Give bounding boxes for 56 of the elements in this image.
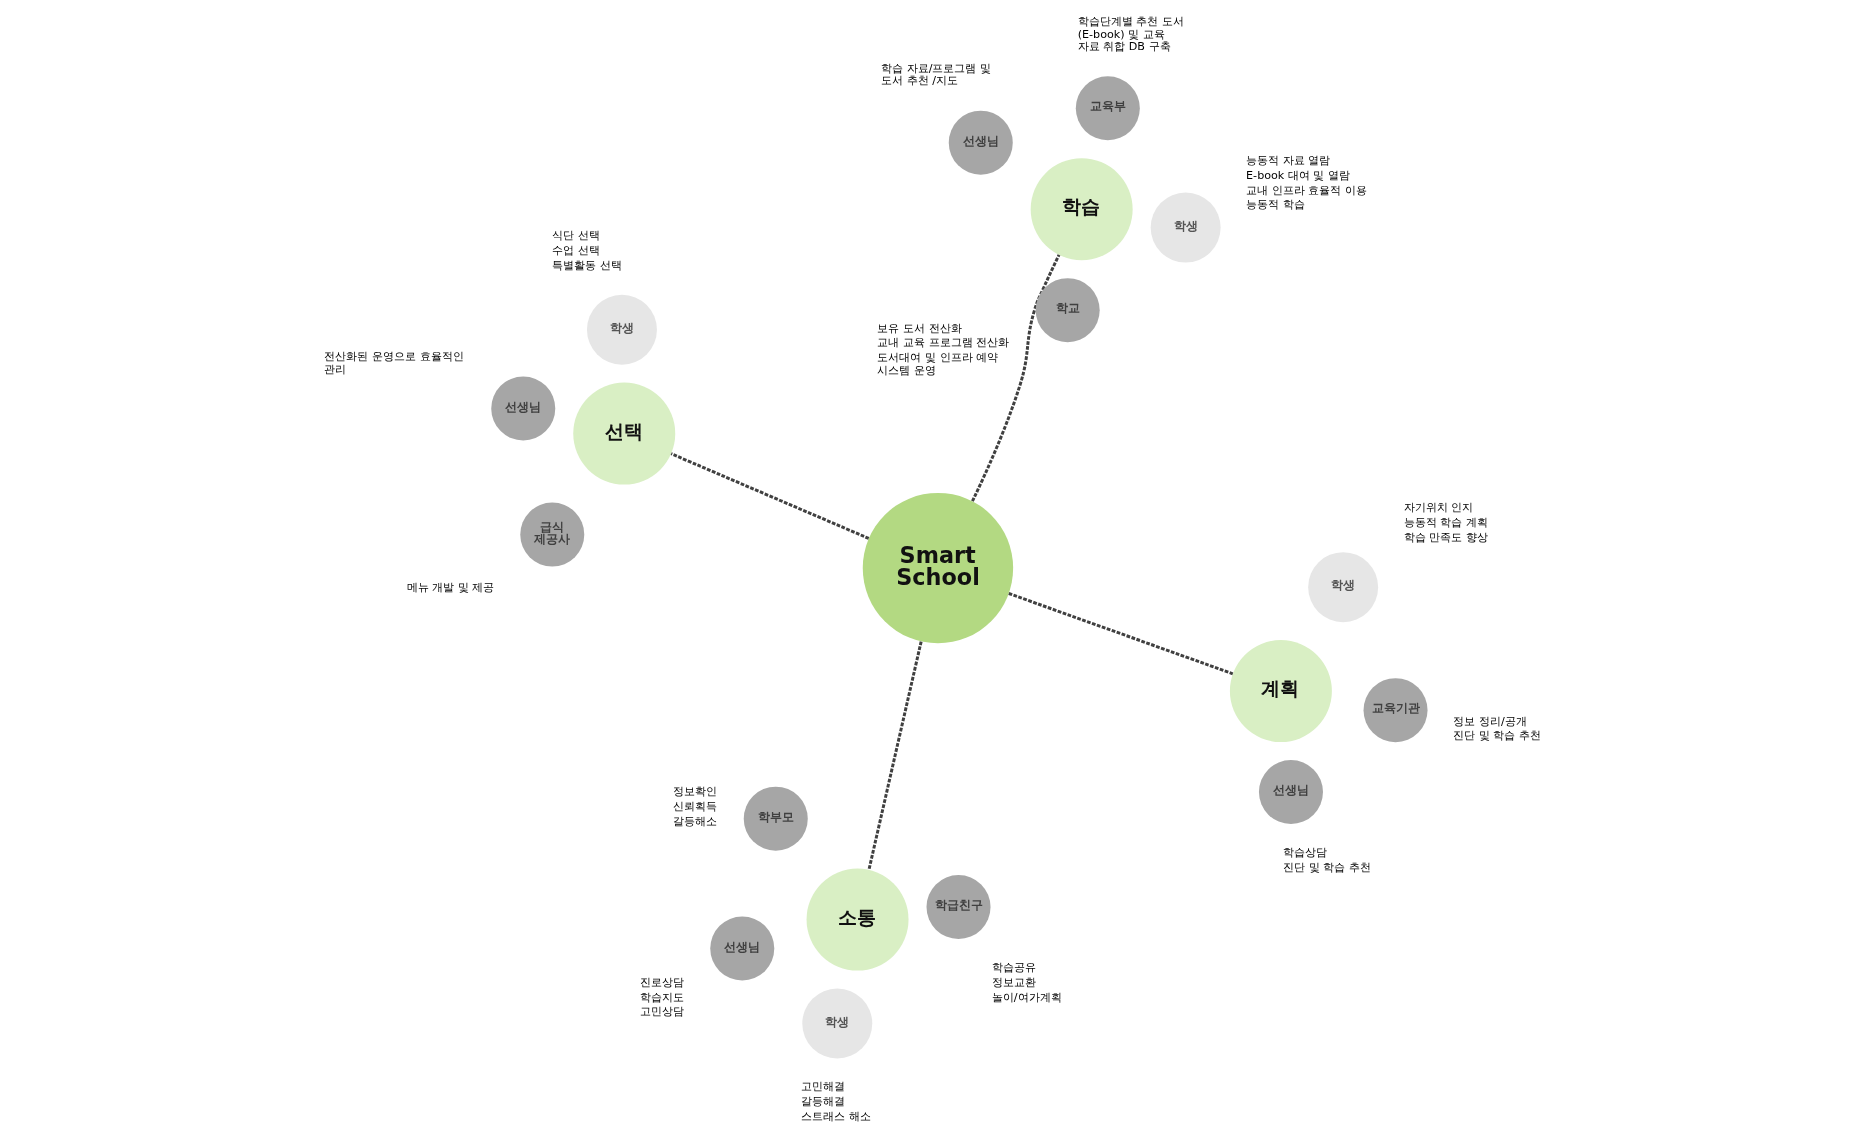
node-circle: 선생님 <box>709 916 774 981</box>
node-label: 학습 만족도 향상 <box>1403 530 1488 544</box>
node-circle: 학생 <box>586 294 657 365</box>
node-circle: 소통 <box>806 868 909 971</box>
node-label: 스트래스 해소 <box>800 1110 871 1124</box>
node-label: 정보교환 <box>991 975 1036 989</box>
node-label: 능동적 학습 <box>1245 198 1305 212</box>
node-label: 교내 교육 프로그램 전산화 <box>876 336 1009 350</box>
node-label: E-book 대여 및 열람 <box>1245 168 1350 182</box>
node-label: 자기위치 인지 <box>1403 501 1473 515</box>
node-label: 학습지도 <box>639 990 684 1004</box>
node-label: 전산화된 운영으로 효율적인 관리 <box>323 350 464 377</box>
node-label: 갈등해소 <box>672 815 717 829</box>
node-label: 정보 정리/공개 <box>1452 714 1527 728</box>
node-circle: 학생 <box>1307 552 1378 623</box>
node-label: 보유 도서 전산화 <box>876 321 962 335</box>
connector <box>1007 592 1233 676</box>
node-circle: 학생 <box>1150 192 1221 263</box>
node-circle: 계획 <box>1229 640 1332 743</box>
node-label: 메뉴 개발 및 제공 <box>406 580 494 594</box>
node-circle: 급식 제공사 <box>519 502 584 567</box>
node-label: 식단 선택 <box>552 229 600 243</box>
node-label: 놀이/여가계획 <box>991 990 1062 1004</box>
node-label: 고민상담 <box>639 1005 684 1019</box>
node-label: 정보확인 <box>672 785 717 799</box>
node-label: 진단 및 학습 추천 <box>1452 729 1541 743</box>
node-label: 특별활동 선택 <box>552 258 622 272</box>
node-circle: 교육부 <box>1075 76 1140 141</box>
node-label: 학습단계별 추천 도서 (E-book) 및 교육 자료 취합 DB 구축 <box>1077 14 1184 54</box>
node-label: 능동적 자료 열람 <box>1245 153 1330 167</box>
node-label: 진단 및 학습 추천 <box>1282 860 1371 874</box>
node-circle: 선택 <box>572 382 675 485</box>
node-label: 학습 자료/프로그램 및 도서 추천 /지도 <box>880 61 991 88</box>
node-circle: 선생님 <box>1258 760 1323 825</box>
node-circle: 학생 <box>801 988 872 1059</box>
node-label: 진로상담 <box>639 975 684 989</box>
node-circle: 선생님 <box>490 376 555 441</box>
node-circle: Smart School <box>862 492 1013 644</box>
node-circle: 학부모 <box>743 786 808 851</box>
node-label: 수업 선택 <box>552 244 600 258</box>
node-label: 고민해결 <box>800 1080 845 1094</box>
connector <box>867 641 923 871</box>
node-label: 신뢰획득 <box>672 800 717 814</box>
connector <box>670 452 869 540</box>
node-label: 교내 인프라 효율적 이용 <box>1245 183 1367 197</box>
node-circle: 선생님 <box>948 110 1013 175</box>
node-label: 도서대여 및 인프라 예약 시스템 운영 <box>876 351 998 378</box>
node-circle: 학습 <box>1030 158 1133 261</box>
node-circle: 학교 <box>1035 278 1100 343</box>
node-label: 갈등해결 <box>800 1095 845 1109</box>
node-circle: 학급친구 <box>926 875 991 940</box>
connector <box>970 254 1060 502</box>
node-label: 학습공유 <box>991 960 1036 974</box>
node-label: 능동적 학습 계획 <box>1403 515 1488 529</box>
node-circle: 교육기관 <box>1363 678 1428 743</box>
node-label: 학습상담 <box>1282 845 1327 859</box>
